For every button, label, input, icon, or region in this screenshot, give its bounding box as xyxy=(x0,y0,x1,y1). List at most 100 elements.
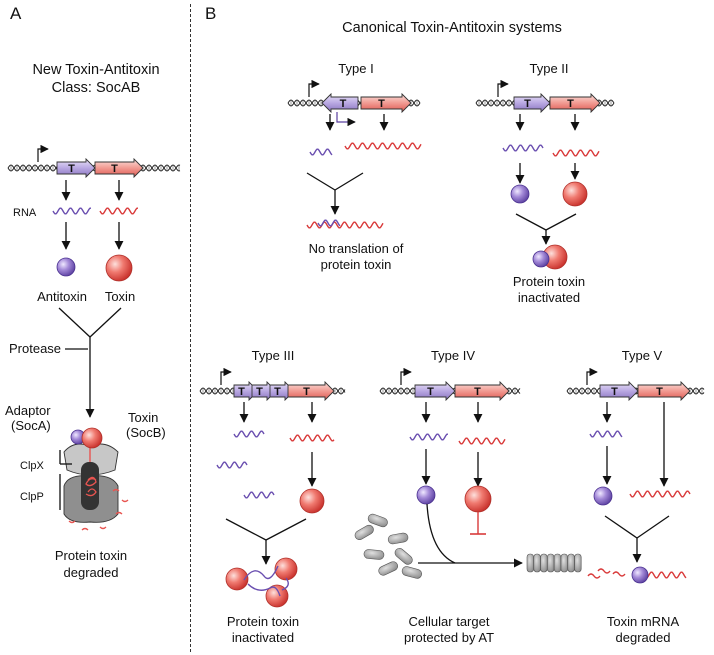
type2-title: Type II xyxy=(529,61,569,76)
gene-letter: T xyxy=(256,386,263,398)
gene-letter: T xyxy=(274,386,281,398)
toxin-gene xyxy=(549,92,601,114)
polymerized-filament xyxy=(574,553,582,573)
toxin-rna xyxy=(552,149,600,157)
antitoxin-rna xyxy=(216,461,248,469)
toxin-protein xyxy=(464,485,492,513)
toxin-gene xyxy=(360,92,412,114)
type4-title: Type IV xyxy=(430,348,476,363)
panel-a-result-line1: Protein toxin xyxy=(54,548,128,563)
toxin-fragment xyxy=(68,520,76,524)
protease-label: Protease xyxy=(9,341,62,356)
type3-result-line1: Protein toxin xyxy=(226,614,300,629)
type1-result-line1: No translation of xyxy=(308,241,404,256)
bound-antitoxin-protein xyxy=(631,566,649,584)
degraded-mrna-fragment xyxy=(597,568,611,574)
antitoxin-rna-complex xyxy=(243,565,289,597)
antitoxin-rna xyxy=(52,207,91,215)
duplex-antitoxin-rna xyxy=(317,219,341,227)
degraded-mrna-fragment xyxy=(612,571,626,577)
merge-fork xyxy=(604,515,638,539)
type3-result-line2: inactivated xyxy=(231,630,295,645)
toxin-in-complex xyxy=(274,557,298,581)
type1-result-line2: protein toxin xyxy=(320,257,392,272)
merge-line xyxy=(58,307,91,338)
panel-b-letter: B xyxy=(205,4,217,23)
antitoxin-rna xyxy=(243,491,275,499)
merge-fork xyxy=(265,518,307,541)
antitoxin-gene xyxy=(513,92,551,114)
panel-a-result-line2: degraded xyxy=(63,565,119,580)
dna-strand xyxy=(7,164,181,172)
toxin-gene xyxy=(637,380,691,402)
antitoxin-protein xyxy=(593,486,613,506)
rna-label: RNA xyxy=(13,207,37,219)
toxin-rna xyxy=(99,207,138,215)
gene-letter: T xyxy=(340,98,347,110)
antitoxin-rna xyxy=(233,430,265,438)
panel-a-letter: A xyxy=(10,4,22,23)
toxin-fragment xyxy=(121,499,129,503)
antitoxin-protect-line xyxy=(426,503,456,564)
antitoxin-rna xyxy=(589,430,623,438)
cytoskeletal-monomer xyxy=(354,524,374,540)
toxin-protein xyxy=(562,181,588,207)
panel-a-title-line2: Class: SocAB xyxy=(51,80,141,96)
type5-title: Type V xyxy=(621,348,663,363)
promoter-arrow xyxy=(586,367,598,385)
cytoskeletal-monomer xyxy=(401,566,422,579)
antisense-promoter-arrow xyxy=(336,112,356,127)
type3-title: Type III xyxy=(251,348,295,363)
gene-letter: T xyxy=(656,386,663,398)
type5-result-line1: Toxin mRNA xyxy=(606,614,680,629)
cytoskeletal-monomer xyxy=(367,513,388,528)
degraded-toxin-chain xyxy=(85,476,97,487)
polymerized-filament xyxy=(560,553,568,573)
polymerized-filament xyxy=(533,553,541,573)
gene-letter: T xyxy=(474,386,481,398)
clpp-label: ClpP xyxy=(20,491,44,503)
gene-letter: T xyxy=(524,98,531,110)
toxin-fragment xyxy=(112,488,120,492)
toxin-gene xyxy=(287,380,335,402)
type5-result-line2: degraded xyxy=(615,630,671,645)
panel-b-title: Canonical Toxin-Antitoxin systems xyxy=(342,20,562,36)
degraded-mrna-fragment xyxy=(587,573,601,579)
cytoskeletal-monomer xyxy=(387,532,409,545)
toxin-fragment xyxy=(81,527,89,531)
toxin-gene xyxy=(454,380,510,402)
polymerized-filament xyxy=(547,553,555,573)
toxin-socb-label-line2: (SocB) xyxy=(126,425,166,440)
antitoxin-protein xyxy=(510,184,530,204)
antitoxin-protein xyxy=(416,485,436,505)
merge-fork xyxy=(306,172,336,191)
type2-result-line1: Protein toxin xyxy=(512,274,586,289)
gene-letter: T xyxy=(567,98,574,110)
antitoxin-protein xyxy=(56,257,76,277)
merge-fork xyxy=(545,213,577,231)
promoter-arrow xyxy=(220,367,232,385)
gene-letter: T xyxy=(427,386,434,398)
adaptor-label-line2: (SocA) xyxy=(11,418,51,433)
toxin-rna xyxy=(289,434,335,442)
antitoxin-gene xyxy=(56,157,96,179)
toxin-protein xyxy=(105,254,133,282)
toxin-fragment xyxy=(115,511,123,515)
toxin-rna xyxy=(629,490,691,498)
antitoxin-gene xyxy=(599,380,639,402)
duplex-toxin-rna xyxy=(306,221,384,229)
toxin-protein xyxy=(299,488,325,514)
type4-result-line2: protected by AT xyxy=(403,630,495,645)
clpx-label: ClpX xyxy=(20,460,44,472)
antitoxin-complex xyxy=(532,250,550,268)
toxin-socb-label-line1: Toxin xyxy=(128,410,159,425)
merge-fork xyxy=(515,213,547,231)
polymerized-filament xyxy=(526,553,534,573)
degraded-toxin-chain xyxy=(85,488,97,497)
cytoskeletal-monomer xyxy=(378,561,398,576)
promoter-arrow xyxy=(497,79,509,97)
merge-fork xyxy=(225,518,267,541)
toxin-fragment xyxy=(99,526,107,530)
